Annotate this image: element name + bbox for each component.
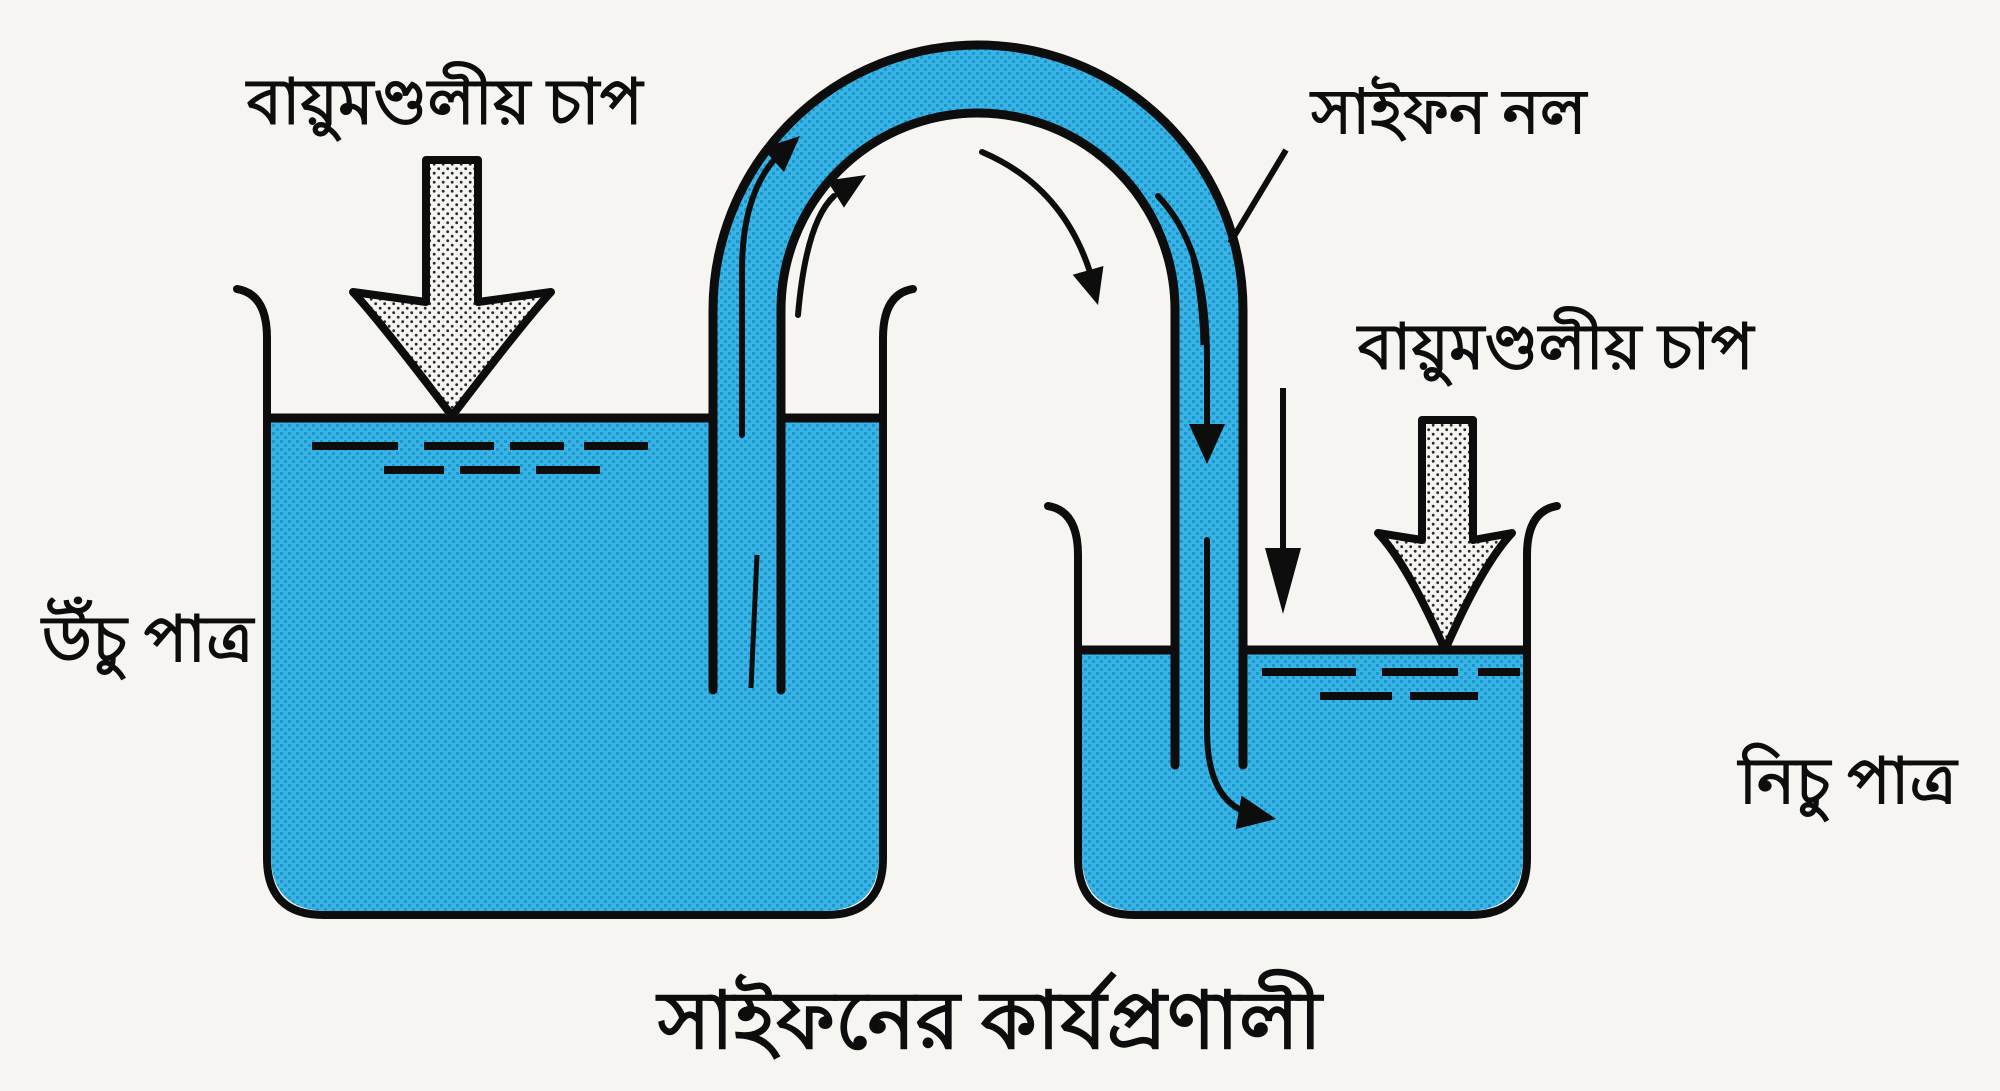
low-container-label: নিচু পাত্র <box>1738 746 1958 817</box>
diagram-title: সাইফনের কার্যপ্রণালী <box>657 978 1323 1066</box>
atmospheric-pressure-label-left: বায়ুমণ্ডলীয় চাপ <box>246 67 644 138</box>
high-container <box>233 285 917 919</box>
gap-down-arrow-icon <box>979 149 1093 275</box>
high-container-label: উঁচু পাত্র <box>42 604 254 675</box>
pressure-arrow-right-icon <box>1374 416 1516 654</box>
siphon-tube-outer-wall <box>708 40 1248 770</box>
gap-down-arrowhead-icon <box>1072 265 1104 305</box>
siphon-label-pointer-line <box>1227 148 1289 245</box>
outflow-arrowhead-icon <box>1235 795 1276 830</box>
flow-arrows <box>739 136 1276 830</box>
siphon-tube-inner-wall <box>776 108 1180 770</box>
atmospheric-pressure-label-right: বায়ুমণ্ডলীয় চাপ <box>1357 312 1755 383</box>
gap-up-arrowhead-icon <box>826 175 866 208</box>
gap-up-arrow-icon <box>795 193 837 318</box>
flow-down-arrow-icon <box>1155 193 1210 451</box>
flow-down-arrowhead-icon <box>1189 424 1225 464</box>
low-container-walls <box>1044 502 1561 919</box>
low-container-water <box>1082 650 1523 911</box>
flow-up-arrowhead-icon <box>762 136 800 172</box>
pressure-arrow-left-icon <box>349 156 555 420</box>
siphon-tube-label: সাইফন নল <box>1311 79 1587 147</box>
high-water-ripples <box>312 442 648 474</box>
low-water-ripples <box>1262 668 1520 700</box>
thin-down-arrow-icon <box>1265 388 1301 614</box>
high-container-water <box>271 418 879 911</box>
tube-inner-detail-line <box>748 554 760 689</box>
high-container-walls <box>233 285 917 919</box>
siphon-tube-water <box>713 45 1243 765</box>
